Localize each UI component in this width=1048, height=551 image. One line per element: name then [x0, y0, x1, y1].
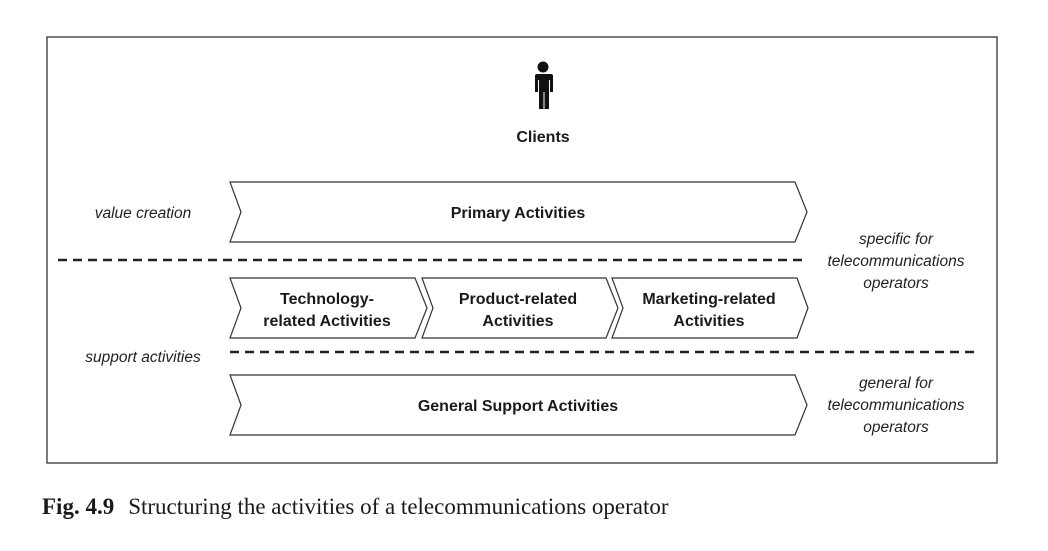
- specific-label-line2: telecommunications: [828, 253, 965, 270]
- primary-activities-label: Primary Activities: [451, 205, 586, 222]
- general-label-line1: general for: [859, 375, 934, 392]
- primary-activities-chevron: [229, 181, 808, 243]
- specific-label-line3: operators: [863, 275, 929, 292]
- technology-activities-chevron: [229, 277, 428, 339]
- technology-activities-label-line2: related Activities: [263, 313, 391, 330]
- general-support-chevron: [229, 374, 808, 436]
- marketing-activities-label-line1: Marketing-related: [642, 291, 775, 308]
- marketing-activities-label-line2: Activities: [673, 313, 744, 330]
- technology-activities-label-line1: Technology-: [280, 291, 374, 308]
- figure-number: Fig. 4.9: [42, 494, 115, 519]
- figure-caption: Fig. 4.9 Structuring the activities of a …: [42, 494, 669, 520]
- marketing-activities-chevron: [611, 277, 809, 339]
- general-label-line3: operators: [863, 419, 929, 436]
- specific-label-line1: specific for: [859, 231, 934, 248]
- person-icon: [535, 61, 553, 109]
- general-label-line2: telecommunications: [828, 397, 965, 414]
- product-activities-label-line2: Activities: [482, 313, 553, 330]
- caption-text: Structuring the activities of a telecomm…: [128, 494, 669, 519]
- product-activities-chevron: [421, 277, 619, 339]
- support-activities-label: support activities: [85, 349, 201, 366]
- general-support-label: General Support Activities: [418, 398, 618, 415]
- value-creation-label: value creation: [95, 205, 192, 222]
- diagram-frame: [46, 36, 998, 464]
- product-activities-label-line1: Product-related: [459, 291, 577, 308]
- clients-label: Clients: [516, 129, 569, 146]
